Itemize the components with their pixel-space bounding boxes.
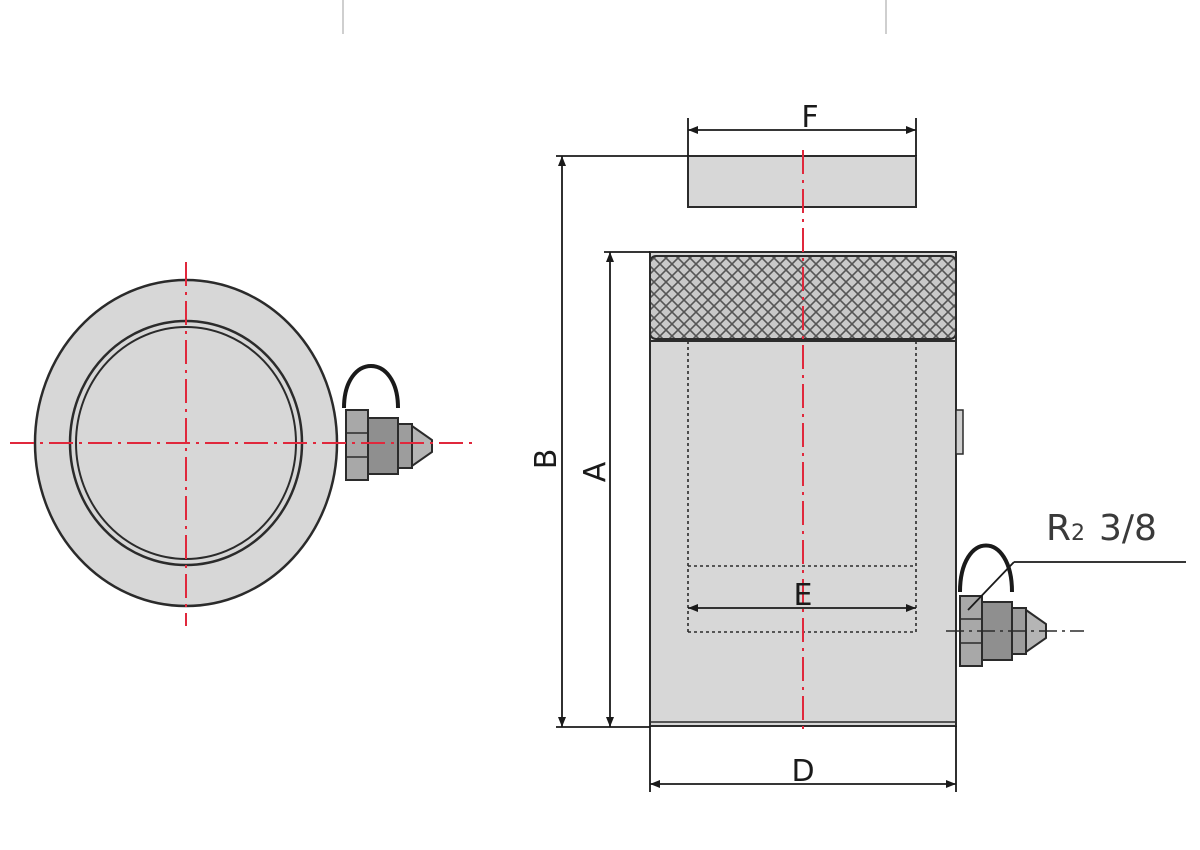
top-view-fitting [342, 364, 433, 481]
thread-leader-diagonal [967, 561, 1015, 611]
top-view [10, 262, 472, 626]
thread-label-size: 3/8 [1099, 508, 1157, 549]
dim-label-d: D [791, 754, 814, 789]
side-view [649, 150, 1084, 734]
dim-label-b: B [529, 449, 564, 470]
thread-label: R2 3/8 [1046, 508, 1157, 549]
side-boss [955, 409, 964, 455]
dim-label-a: A [578, 461, 613, 482]
thread-label-subscript: 2 [1071, 521, 1085, 546]
thread-label-prefix: R [1046, 508, 1071, 549]
dim-label-e: E [794, 578, 813, 613]
coupler-fitting [946, 543, 1084, 667]
dimensions [556, 118, 1186, 792]
dim-label-f: F [801, 100, 818, 135]
